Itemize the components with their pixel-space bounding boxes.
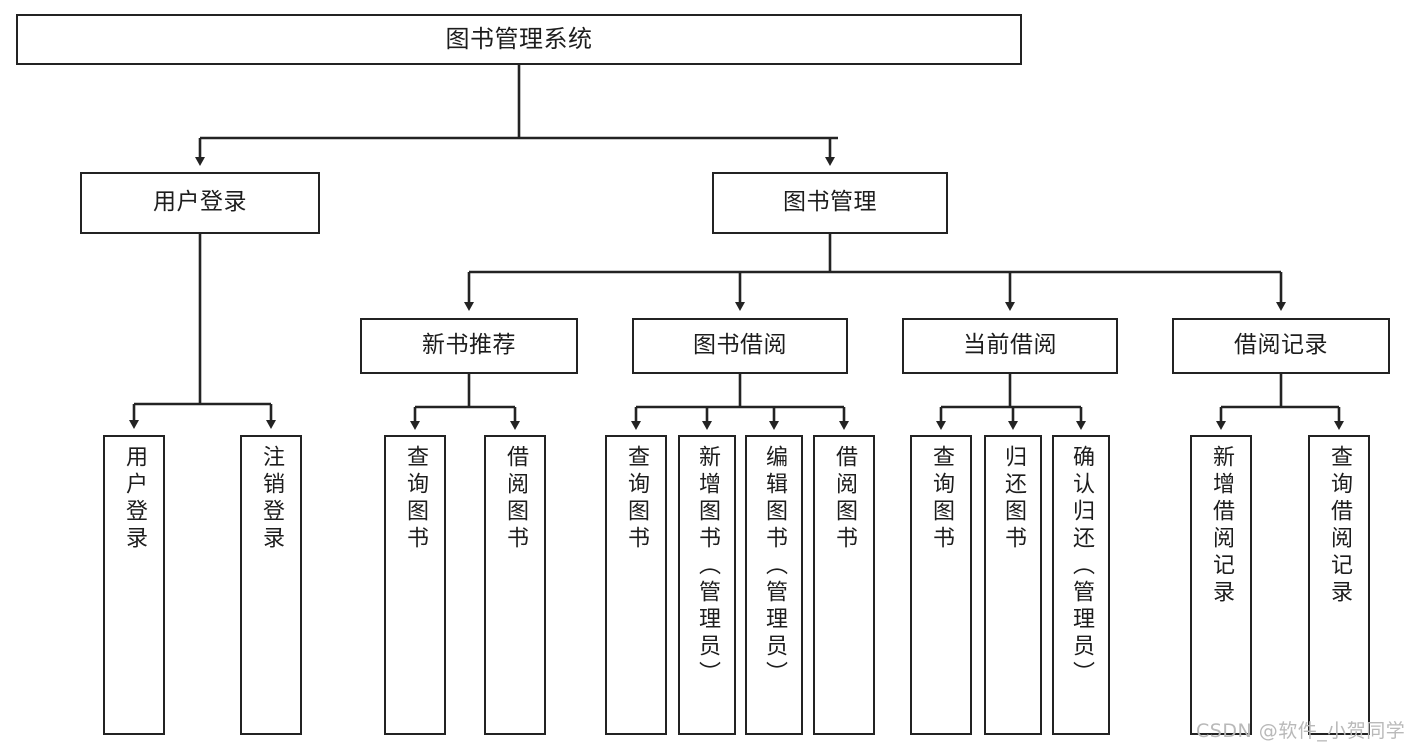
- node-book-borrow[interactable]: 图书借阅: [632, 318, 848, 374]
- leaf-borrow-book-newbook[interactable]: 借阅图书: [484, 435, 546, 735]
- leaf-query-borrow-record-label: 查询借阅记录: [1327, 445, 1352, 607]
- leaf-logout[interactable]: 注销登录: [240, 435, 302, 735]
- leaf-add-book-admin-label: 新增图书（管理员）: [695, 445, 720, 688]
- leaf-query-book-current[interactable]: 查询图书: [910, 435, 972, 735]
- node-book-management[interactable]: 图书管理: [712, 172, 948, 234]
- node-borrow-record-label: 借阅记录: [1234, 332, 1328, 359]
- csdn-watermark: CSDN @软件_小贺同学: [1196, 720, 1405, 742]
- node-new-book-recommend[interactable]: 新书推荐: [360, 318, 578, 374]
- node-current-borrow[interactable]: 当前借阅: [902, 318, 1118, 374]
- leaf-query-book-newbook-label: 查询图书: [403, 445, 428, 553]
- leaf-confirm-return-admin[interactable]: 确认归还（管理员）: [1052, 435, 1110, 735]
- leaf-query-book-current-label: 查询图书: [929, 445, 954, 553]
- leaf-query-book-newbook[interactable]: 查询图书: [384, 435, 446, 735]
- leaf-add-borrow-record-label: 新增借阅记录: [1209, 445, 1234, 607]
- leaf-user-login[interactable]: 用户登录: [103, 435, 165, 735]
- leaf-query-book-borrow-label: 查询图书: [624, 445, 649, 553]
- node-root-label: 图书管理系统: [445, 25, 593, 54]
- leaf-add-book-admin[interactable]: 新增图书（管理员）: [678, 435, 736, 735]
- leaf-user-login-label: 用户登录: [122, 445, 147, 553]
- node-book-management-label: 图书管理: [783, 189, 877, 216]
- leaf-query-borrow-record[interactable]: 查询借阅记录: [1308, 435, 1370, 735]
- node-current-borrow-label: 当前借阅: [963, 332, 1057, 359]
- leaf-lend-book[interactable]: 借阅图书: [813, 435, 875, 735]
- leaf-edit-book-admin-label: 编辑图书（管理员）: [762, 445, 787, 688]
- leaf-lend-book-label: 借阅图书: [832, 445, 857, 553]
- leaf-add-borrow-record[interactable]: 新增借阅记录: [1190, 435, 1252, 735]
- leaf-confirm-return-admin-label: 确认归还（管理员）: [1069, 445, 1094, 688]
- leaf-logout-label: 注销登录: [259, 445, 284, 553]
- leaf-borrow-book-newbook-label: 借阅图书: [503, 445, 528, 553]
- leaf-return-book[interactable]: 归还图书: [984, 435, 1042, 735]
- node-new-book-recommend-label: 新书推荐: [422, 332, 516, 359]
- node-user-login[interactable]: 用户登录: [80, 172, 320, 234]
- leaf-edit-book-admin[interactable]: 编辑图书（管理员）: [745, 435, 803, 735]
- node-root[interactable]: 图书管理系统: [16, 14, 1022, 65]
- leaf-query-book-borrow[interactable]: 查询图书: [605, 435, 667, 735]
- node-user-login-label: 用户登录: [153, 189, 247, 216]
- node-book-borrow-label: 图书借阅: [693, 332, 787, 359]
- leaf-return-book-label: 归还图书: [1001, 445, 1026, 553]
- node-borrow-record[interactable]: 借阅记录: [1172, 318, 1390, 374]
